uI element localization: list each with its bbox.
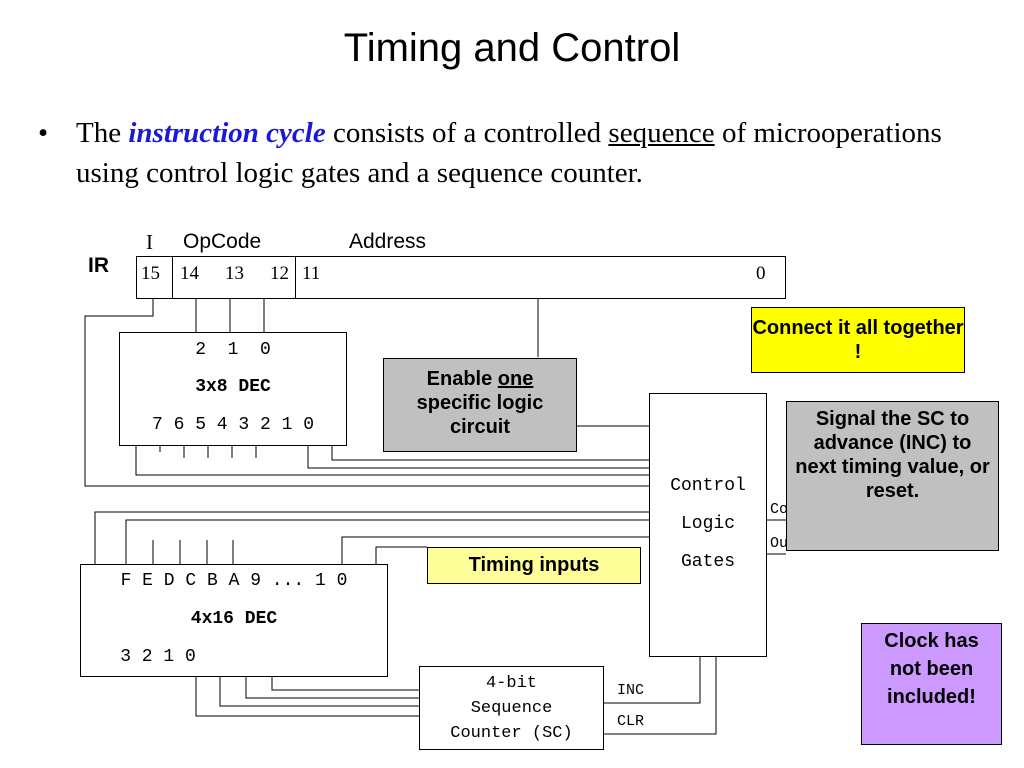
bullet-marker: • bbox=[38, 117, 49, 149]
control-output-label-2: Ou bbox=[770, 535, 789, 552]
wire-dec-out1 bbox=[307, 446, 649, 469]
control-output-label-1: Co bbox=[770, 501, 789, 518]
ir-bit-13: 13 bbox=[225, 263, 244, 284]
sc-label-line2: Sequence bbox=[470, 699, 553, 718]
wire-t1 bbox=[341, 536, 649, 564]
decoder-4x16: F E D C B A 9 ... 1 0 4x16 DEC 3 2 1 0 bbox=[80, 564, 388, 677]
decoder-4x16-name: 4x16 DEC bbox=[190, 609, 278, 629]
decoder-3x8-outputs: 7 6 5 4 3 2 1 0 bbox=[151, 415, 315, 435]
decoder-4x16-inputs: 3 2 1 0 bbox=[120, 647, 196, 667]
ir-bit-15: 15 bbox=[141, 263, 160, 284]
bullet-text-part1: The bbox=[76, 117, 129, 149]
bullet-text-part3: of microoperations using control logic g… bbox=[76, 117, 942, 189]
callout-enable-underlined: one bbox=[497, 368, 534, 390]
ir-divider-15 bbox=[172, 257, 173, 298]
callout-enable: Enable one specific logic circuit bbox=[383, 358, 577, 452]
wire-ir-bit15 bbox=[84, 298, 649, 487]
decoder-4x16-outputs: F E D C B A 9 ... 1 0 bbox=[120, 571, 348, 591]
wire-dec-out7 bbox=[135, 446, 649, 476]
wire-t14 bbox=[125, 519, 649, 564]
decoder-3x8-name: 3x8 DEC bbox=[195, 377, 271, 397]
wire-dec-out0 bbox=[331, 446, 649, 461]
bullet-text: The instruction cycle consists of a cont… bbox=[76, 113, 996, 193]
ir-register: 15 14 13 12 11 0 bbox=[136, 256, 786, 299]
wire-sc-bit1 bbox=[245, 677, 419, 699]
callout-signal-sc: Signal the SC to advance (INC) to next t… bbox=[786, 401, 999, 551]
wire-sc-bit2 bbox=[219, 677, 419, 707]
bullet-text-part2: consists of a controlled bbox=[325, 117, 609, 149]
sequence-counter: 4-bit Sequence Counter (SC) bbox=[419, 666, 604, 750]
callout-enable-pre: Enable bbox=[426, 368, 498, 390]
control-label-line1: Control bbox=[670, 476, 746, 496]
ir-field-opcode: OpCode bbox=[183, 230, 262, 253]
sc-label-line1: 4-bit bbox=[485, 674, 537, 693]
ir-field-i: I bbox=[146, 230, 153, 254]
ir-bit-0: 0 bbox=[756, 263, 766, 284]
ir-bit-11: 11 bbox=[302, 263, 321, 284]
wire-t0 bbox=[375, 546, 427, 564]
ir-bit-14: 14 bbox=[180, 263, 199, 284]
wire-clr bbox=[604, 657, 717, 735]
bullet-underlined: sequence bbox=[608, 117, 715, 149]
page-title: Timing and Control bbox=[343, 26, 681, 70]
callout-clock: Clock has not been included! bbox=[861, 623, 1002, 745]
ir-bit-12: 12 bbox=[270, 263, 289, 284]
decoder-3x8: 2 1 0 3x8 DEC 7 6 5 4 3 2 1 0 bbox=[119, 332, 347, 446]
decoder-3x8-inputs: 2 1 0 bbox=[195, 340, 271, 360]
wire-t15 bbox=[94, 511, 649, 564]
control-logic-gates: Control Logic Gates bbox=[649, 393, 767, 657]
wire-inc bbox=[604, 657, 701, 704]
ir-label: IR bbox=[88, 254, 109, 277]
sc-clr-label: CLR bbox=[617, 713, 645, 730]
bullet-emphasis: instruction cycle bbox=[128, 117, 326, 149]
wire-sc-bit3 bbox=[195, 677, 419, 717]
sc-inc-label: INC bbox=[617, 682, 645, 699]
ir-divider-12 bbox=[295, 257, 296, 298]
ir-field-address: Address bbox=[349, 230, 427, 253]
callout-timing-inputs: Timing inputs bbox=[427, 547, 641, 584]
sc-label-line3: Counter (SC) bbox=[450, 724, 573, 743]
callout-enable-post: specific logic circuit bbox=[416, 392, 544, 438]
wire-sc-bit0 bbox=[271, 677, 419, 691]
callout-connect: Connect it all together ! bbox=[751, 307, 965, 373]
control-label-line2: Logic bbox=[680, 514, 735, 534]
control-label-line3: Gates bbox=[680, 552, 735, 572]
